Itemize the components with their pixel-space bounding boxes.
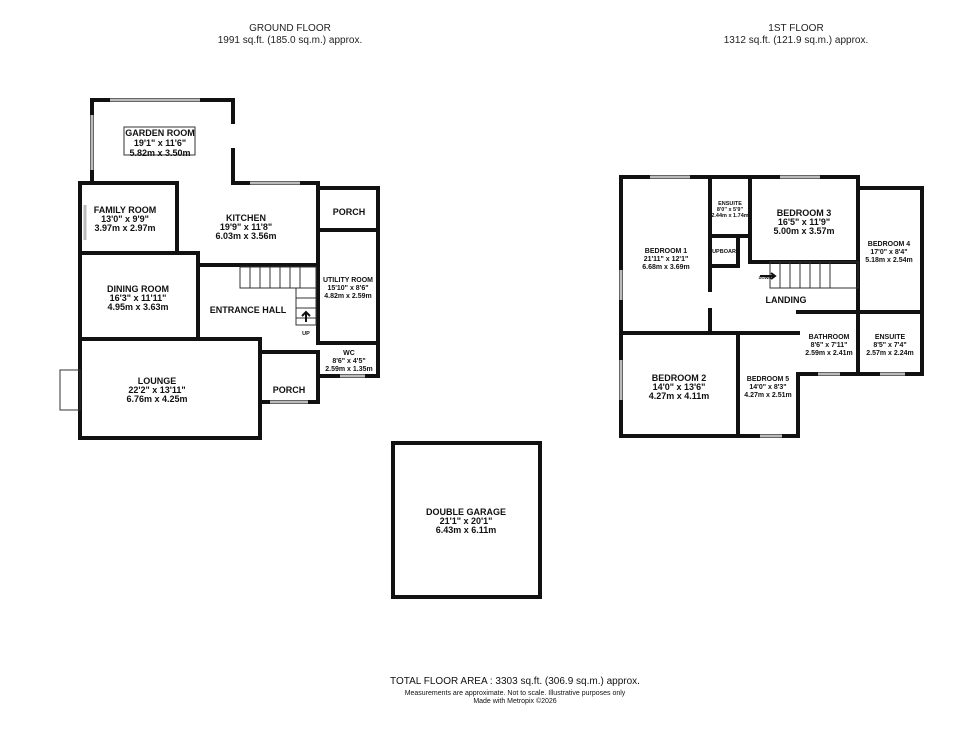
room-metric: 4.82m x 2.59m — [324, 293, 371, 300]
first-floor-stairs — [760, 261, 859, 289]
first-floor-title: 1ST FLOOR — [768, 23, 824, 34]
room-family-room: FAMILY ROOM 13'0" x 9'9" 3.97m x 2.97m — [94, 205, 157, 233]
room-double-garage: DOUBLE GARAGE 21'1" x 20'1" 6.43m x 6.11… — [426, 507, 506, 535]
room-ensuite-2: ENSUITE 8'5" x 7'4" 2.57m x 2.24m — [866, 334, 913, 357]
room-kitchen: KITCHEN 19'9" x 11'8" 6.03m x 3.56m — [215, 213, 276, 241]
room-name: BATHROOM — [809, 334, 850, 341]
room-bedroom-1: BEDROOM 1 21'11" x 12'1" 6.68m x 3.69m — [642, 248, 689, 271]
room-metric: 4.27m x 4.11m — [649, 391, 710, 401]
room-metric: 2.44m x 1.74m — [711, 213, 748, 219]
room-imperial: 8'5" x 7'4" — [873, 342, 906, 349]
room-name: KITCHEN — [226, 213, 266, 223]
room-metric: 4.95m x 3.63m — [107, 302, 168, 312]
stairs-up-label: UP — [302, 331, 310, 337]
room-imperial: 16'3" x 11'11" — [110, 293, 167, 303]
ground-floor-header: GROUND FLOOR 1991 sq.ft. (185.0 sq.m.) a… — [160, 23, 420, 47]
room-imperial: 16'5" x 11'9" — [778, 217, 830, 227]
room-name: BEDROOM 2 — [652, 373, 707, 383]
room-ensuite-1: ENSUITE 8'0" x 5'9" 2.44m x 1.74m — [711, 201, 748, 219]
room-name: GARDEN ROOM — [125, 128, 195, 138]
room-name: BEDROOM 3 — [777, 208, 832, 218]
room-name: WC — [343, 350, 355, 357]
room-name: ENTRANCE HALL — [210, 305, 287, 315]
ground-floor-area: 1991 sq.ft. (185.0 sq.m.) approx. — [217, 35, 363, 46]
room-name: LANDING — [766, 295, 807, 305]
room-name: ENSUITE — [718, 201, 742, 207]
room-imperial: 19'9" x 11'8" — [220, 222, 272, 232]
room-imperial: 21'1" x 20'1" — [440, 516, 493, 526]
first-floor-header: 1ST FLOOR 1312 sq.ft. (121.9 sq.m.) appr… — [666, 23, 926, 47]
room-landing: LANDING DOWN — [759, 275, 807, 305]
room-bathroom: BATHROOM 8'6" x 7'11" 2.59m x 2.41m — [805, 334, 852, 357]
room-name: PORCH — [333, 207, 366, 217]
room-metric: 5.18m x 2.54m — [865, 257, 912, 264]
room-metric: 3.97m x 2.97m — [94, 223, 155, 233]
room-name: FAMILY ROOM — [94, 205, 157, 215]
room-dining-room: DINING ROOM 16'3" x 11'11" 4.95m x 3.63m — [107, 284, 169, 312]
room-imperial: 8'6" x 7'11" — [811, 342, 848, 349]
room-bedroom-4: BEDROOM 4 17'0" x 8'4" 5.18m x 2.54m — [865, 241, 912, 264]
room-name: UTILITY ROOM — [323, 277, 373, 284]
room-name: ENSUITE — [875, 334, 906, 341]
room-name: PORCH — [273, 385, 306, 395]
room-imperial: 8'6" x 4'5" — [332, 358, 365, 365]
room-imperial: 22'2" x 13'11" — [128, 385, 185, 395]
room-imperial: 14'0" x 13'6" — [653, 382, 706, 392]
room-bedroom-2: BEDROOM 2 14'0" x 13'6" 4.27m x 4.11m — [649, 373, 710, 401]
first-floor-walls — [619, 175, 924, 438]
room-imperial: 21'11" x 12'1" — [644, 256, 689, 263]
room-metric: 6.03m x 3.56m — [215, 231, 276, 241]
room-wc: WC 8'6" x 4'5" 2.59m x 1.35m — [325, 350, 372, 373]
room-name: LOUNGE — [138, 376, 177, 386]
room-imperial: 13'0" x 9'9" — [101, 214, 149, 224]
room-imperial: 15'10" x 8'6" — [327, 285, 368, 292]
room-lounge: LOUNGE 22'2" x 13'11" 6.76m x 4.25m — [126, 376, 187, 404]
room-metric: 6.76m x 4.25m — [126, 394, 187, 404]
ground-floor-walls — [59, 98, 380, 440]
room-name: DOUBLE GARAGE — [426, 507, 506, 517]
credit: Made with Metropix ©2026 — [473, 698, 557, 705]
ground-floor-stairs — [239, 266, 317, 326]
room-name: BEDROOM 1 — [645, 248, 688, 255]
room-metric: 4.27m x 2.51m — [744, 392, 791, 399]
room-cupboard: CUPBOARD — [708, 249, 740, 255]
room-metric: 5.82m x 3.50m — [129, 148, 190, 158]
room-back-porch: PORCH — [333, 207, 366, 217]
first-floor-area: 1312 sq.ft. (121.9 sq.m.) approx. — [723, 35, 869, 46]
room-imperial: 8'0" x 5'9" — [717, 207, 744, 213]
room-metric: 2.57m x 2.24m — [866, 350, 913, 357]
room-imperial: 14'0" x 8'3" — [749, 384, 786, 391]
room-name: BEDROOM 5 — [747, 376, 790, 383]
room-front-porch: PORCH — [273, 385, 306, 395]
room-bedroom-5: BEDROOM 5 14'0" x 8'3" 4.27m x 2.51m — [744, 376, 791, 399]
room-imperial: 17'0" x 8'4" — [870, 249, 907, 256]
room-name: CUPBOARD — [708, 249, 740, 255]
room-name: DINING ROOM — [107, 284, 169, 294]
room-imperial: 19'1" x 11'6" — [134, 138, 186, 148]
ground-floor-title: GROUND FLOOR — [249, 23, 331, 34]
garage-walls — [391, 441, 542, 599]
room-garden-room: GARDEN ROOM 19'1" x 11'6" 5.82m x 3.50m — [123, 126, 196, 158]
room-entrance-hall: ENTRANCE HALL UP — [210, 305, 310, 337]
room-metric: 6.68m x 3.69m — [642, 264, 689, 271]
room-metric: 5.00m x 3.57m — [773, 226, 834, 236]
stairs-down-label: DOWN — [759, 275, 772, 280]
disclaimer: Measurements are approximate. Not to sca… — [404, 690, 626, 697]
room-utility-room: UTILITY ROOM 15'10" x 8'6" 4.82m x 2.59m — [323, 277, 373, 300]
room-name: BEDROOM 4 — [868, 241, 911, 248]
room-bedroom-3: BEDROOM 3 16'5" x 11'9" 5.00m x 3.57m — [773, 208, 834, 236]
room-metric: 6.43m x 6.11m — [436, 525, 497, 535]
room-metric: 2.59m x 1.35m — [325, 366, 372, 373]
total-floor-area: TOTAL FLOOR AREA : 3303 sq.ft. (306.9 sq… — [390, 676, 640, 687]
room-metric: 2.59m x 2.41m — [805, 350, 852, 357]
